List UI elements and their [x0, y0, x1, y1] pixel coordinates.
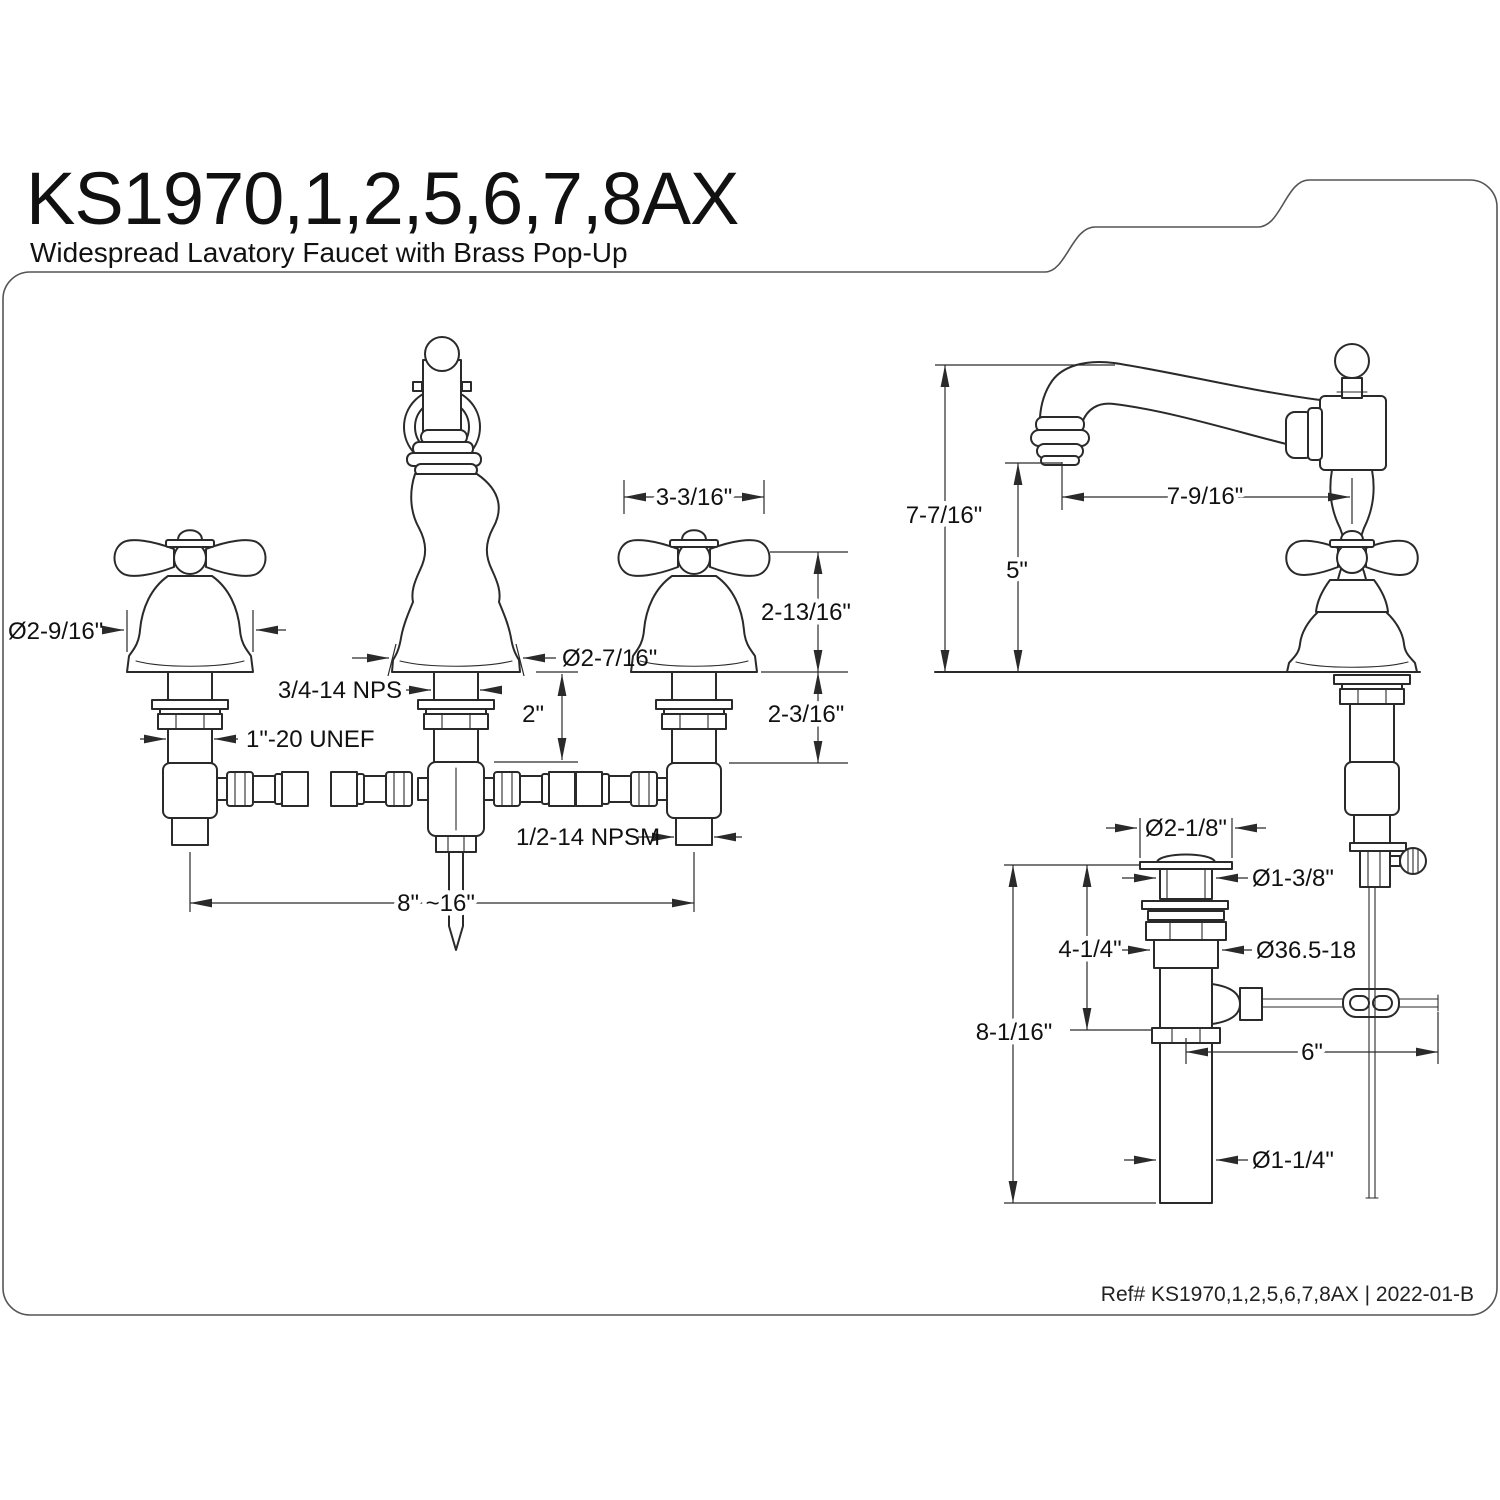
dim-label-spout-height: 5": [1006, 557, 1028, 584]
spout-arm-side: [1039, 361, 1321, 453]
page-subtitle: Widespread Lavatory Faucet with Brass Po…: [30, 237, 628, 268]
side-view: 7-7/16" 5" 7-9/16": [901, 343, 1427, 888]
dim-label-spout-reach: 7-9/16": [1167, 483, 1244, 510]
dim-label-shank-length: 4-1/4": [1058, 936, 1121, 963]
spout-assembly-front: [330, 336, 576, 951]
dim-label-handle-width: 3-3/16": [656, 484, 733, 511]
popup-flange: [1139, 861, 1233, 870]
tailpiece: [1159, 1042, 1213, 1204]
dim-label-dia-plug: Ø1-3/8": [1252, 865, 1334, 892]
popup-body: [1159, 967, 1213, 1029]
sheet-border: [2, 179, 1498, 1316]
finial-ball-side: [1334, 343, 1370, 379]
footer-ref: Ref# KS1970,1,2,5,6,7,8AX | 2022-01-B: [1101, 1283, 1474, 1306]
dim-label-total-length: 8-1/16": [976, 1019, 1053, 1046]
dim-label-dia-flange: Ø2-1/8": [1145, 815, 1227, 842]
lift-rod-strap: [1359, 850, 1391, 888]
spout-finial-ball: [424, 336, 460, 372]
popup-drain-view: Ø2-1/8" Ø1-3/8" 4-1/4" Ø36.5-18 8-1/16" …: [971, 811, 1439, 1204]
dim-label-dia-spout-base: Ø2-7/16": [562, 645, 657, 672]
right-valve-front: [575, 529, 771, 846]
dim-label-total-height: 7-7/16": [906, 502, 983, 529]
dim-label-spout-shank-thread: 3/4-14 NPS: [278, 677, 402, 704]
supply-hose-right: [548, 771, 576, 807]
popup-dimensions: Ø2-1/8" Ø1-3/8" 4-1/4" Ø36.5-18 8-1/16" …: [971, 811, 1439, 1204]
dim-label-handle-shank-thread: 1"-20 UNEF: [246, 726, 375, 753]
front-view-dimensions: Ø2-9/16" 3-3/16" Ø2-7/16" 3/4-14 NPS 1"-…: [8, 480, 855, 922]
page-title: KS1970,1,2,5,6,7,8AX: [26, 157, 738, 240]
dim-label-outlet-thread: 1/2-14 NPSM: [516, 824, 660, 851]
dim-label-height-above-deck: 2-13/16": [761, 599, 851, 626]
dim-label-spread: 8" ~16": [397, 890, 475, 917]
supply-hose-left: [330, 771, 358, 807]
valve-block-side: [1319, 395, 1387, 471]
dim-label-body-thread: Ø36.5-18: [1256, 937, 1356, 964]
lift-rod: [1365, 886, 1379, 1199]
dim-label-spout-shank-length: 2": [522, 701, 544, 728]
spout-body: [391, 473, 521, 673]
popup-thread: [1153, 939, 1219, 969]
dim-label-height-below-deck: 2-3/16": [768, 701, 845, 728]
dim-label-dia-tailpiece: Ø1-1/4": [1252, 1147, 1334, 1174]
dim-label-dia-handle-base: Ø2-9/16": [8, 618, 103, 645]
dim-label-rod-reach: 6": [1301, 1039, 1323, 1066]
side-view-dimensions: 7-7/16" 5" 7-9/16": [901, 364, 1353, 672]
left-valve-front: [113, 529, 309, 846]
front-view: Ø2-9/16" 3-3/16" Ø2-7/16" 3/4-14 NPS 1"-…: [8, 336, 855, 951]
